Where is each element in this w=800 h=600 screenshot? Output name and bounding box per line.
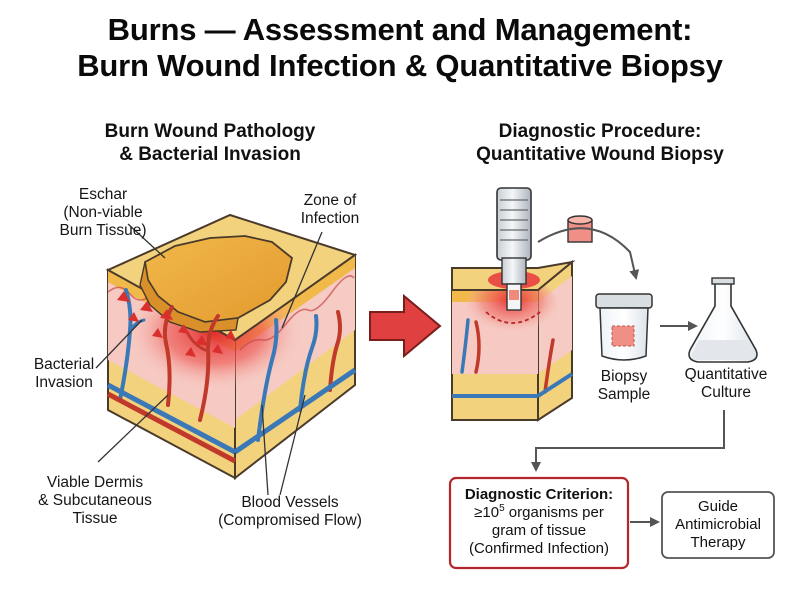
quantitative-culture-label: Quantitative Culture [684, 366, 768, 401]
process-arrow [369, 293, 442, 359]
tissue-sample-icon [567, 215, 593, 243]
therapy-text: Guide Antimicrobial Therapy [675, 498, 761, 551]
criterion-text: Diagnostic Criterion: ≥105 organisms per… [452, 486, 626, 558]
bacterial-invasion-label: Bacterial Invasion [33, 356, 95, 391]
criterion-title: Diagnostic Criterion: [464, 486, 614, 503]
biopsy-block [451, 259, 576, 422]
right-heading-line-2: Quantitative Wound Biopsy [476, 144, 724, 165]
eschar-label: Eschar (Non-viable Burn Tissue) [59, 186, 147, 239]
title-line-1: Burns — Assessment and Management: [107, 12, 693, 47]
left-heading-line-1: Burn Wound Pathology [104, 121, 316, 142]
zone-of-infection-label: Zone of Infection [300, 192, 360, 227]
criterion-line-1: ≥105 organisms per [474, 503, 604, 522]
criterion-line-3: (Confirmed Infection) [468, 540, 610, 557]
therapy-box [661, 491, 775, 559]
blood-vessels-label: Blood Vessels (Compromised Flow) [218, 494, 362, 529]
criterion-box [448, 476, 630, 570]
sample-jar-icon [595, 293, 653, 361]
biopsy-sample-label: Biopsy Sample [597, 368, 651, 403]
right-heading-line-1: Diagnostic Procedure: [498, 121, 702, 142]
title-line-2: Burn Wound Infection & Quantitative Biop… [77, 48, 723, 83]
culture-flask-icon [688, 277, 758, 363]
tissue-block [105, 213, 358, 481]
criterion-line-2: gram of tissue [491, 522, 587, 539]
biopsy-punch-icon [496, 187, 532, 311]
left-heading-line-2: & Bacterial Invasion [119, 144, 301, 165]
left-leader-lines [95, 223, 323, 496]
viable-dermis-label: Viable Dermis & Subcutaneous Tissue [38, 474, 152, 527]
